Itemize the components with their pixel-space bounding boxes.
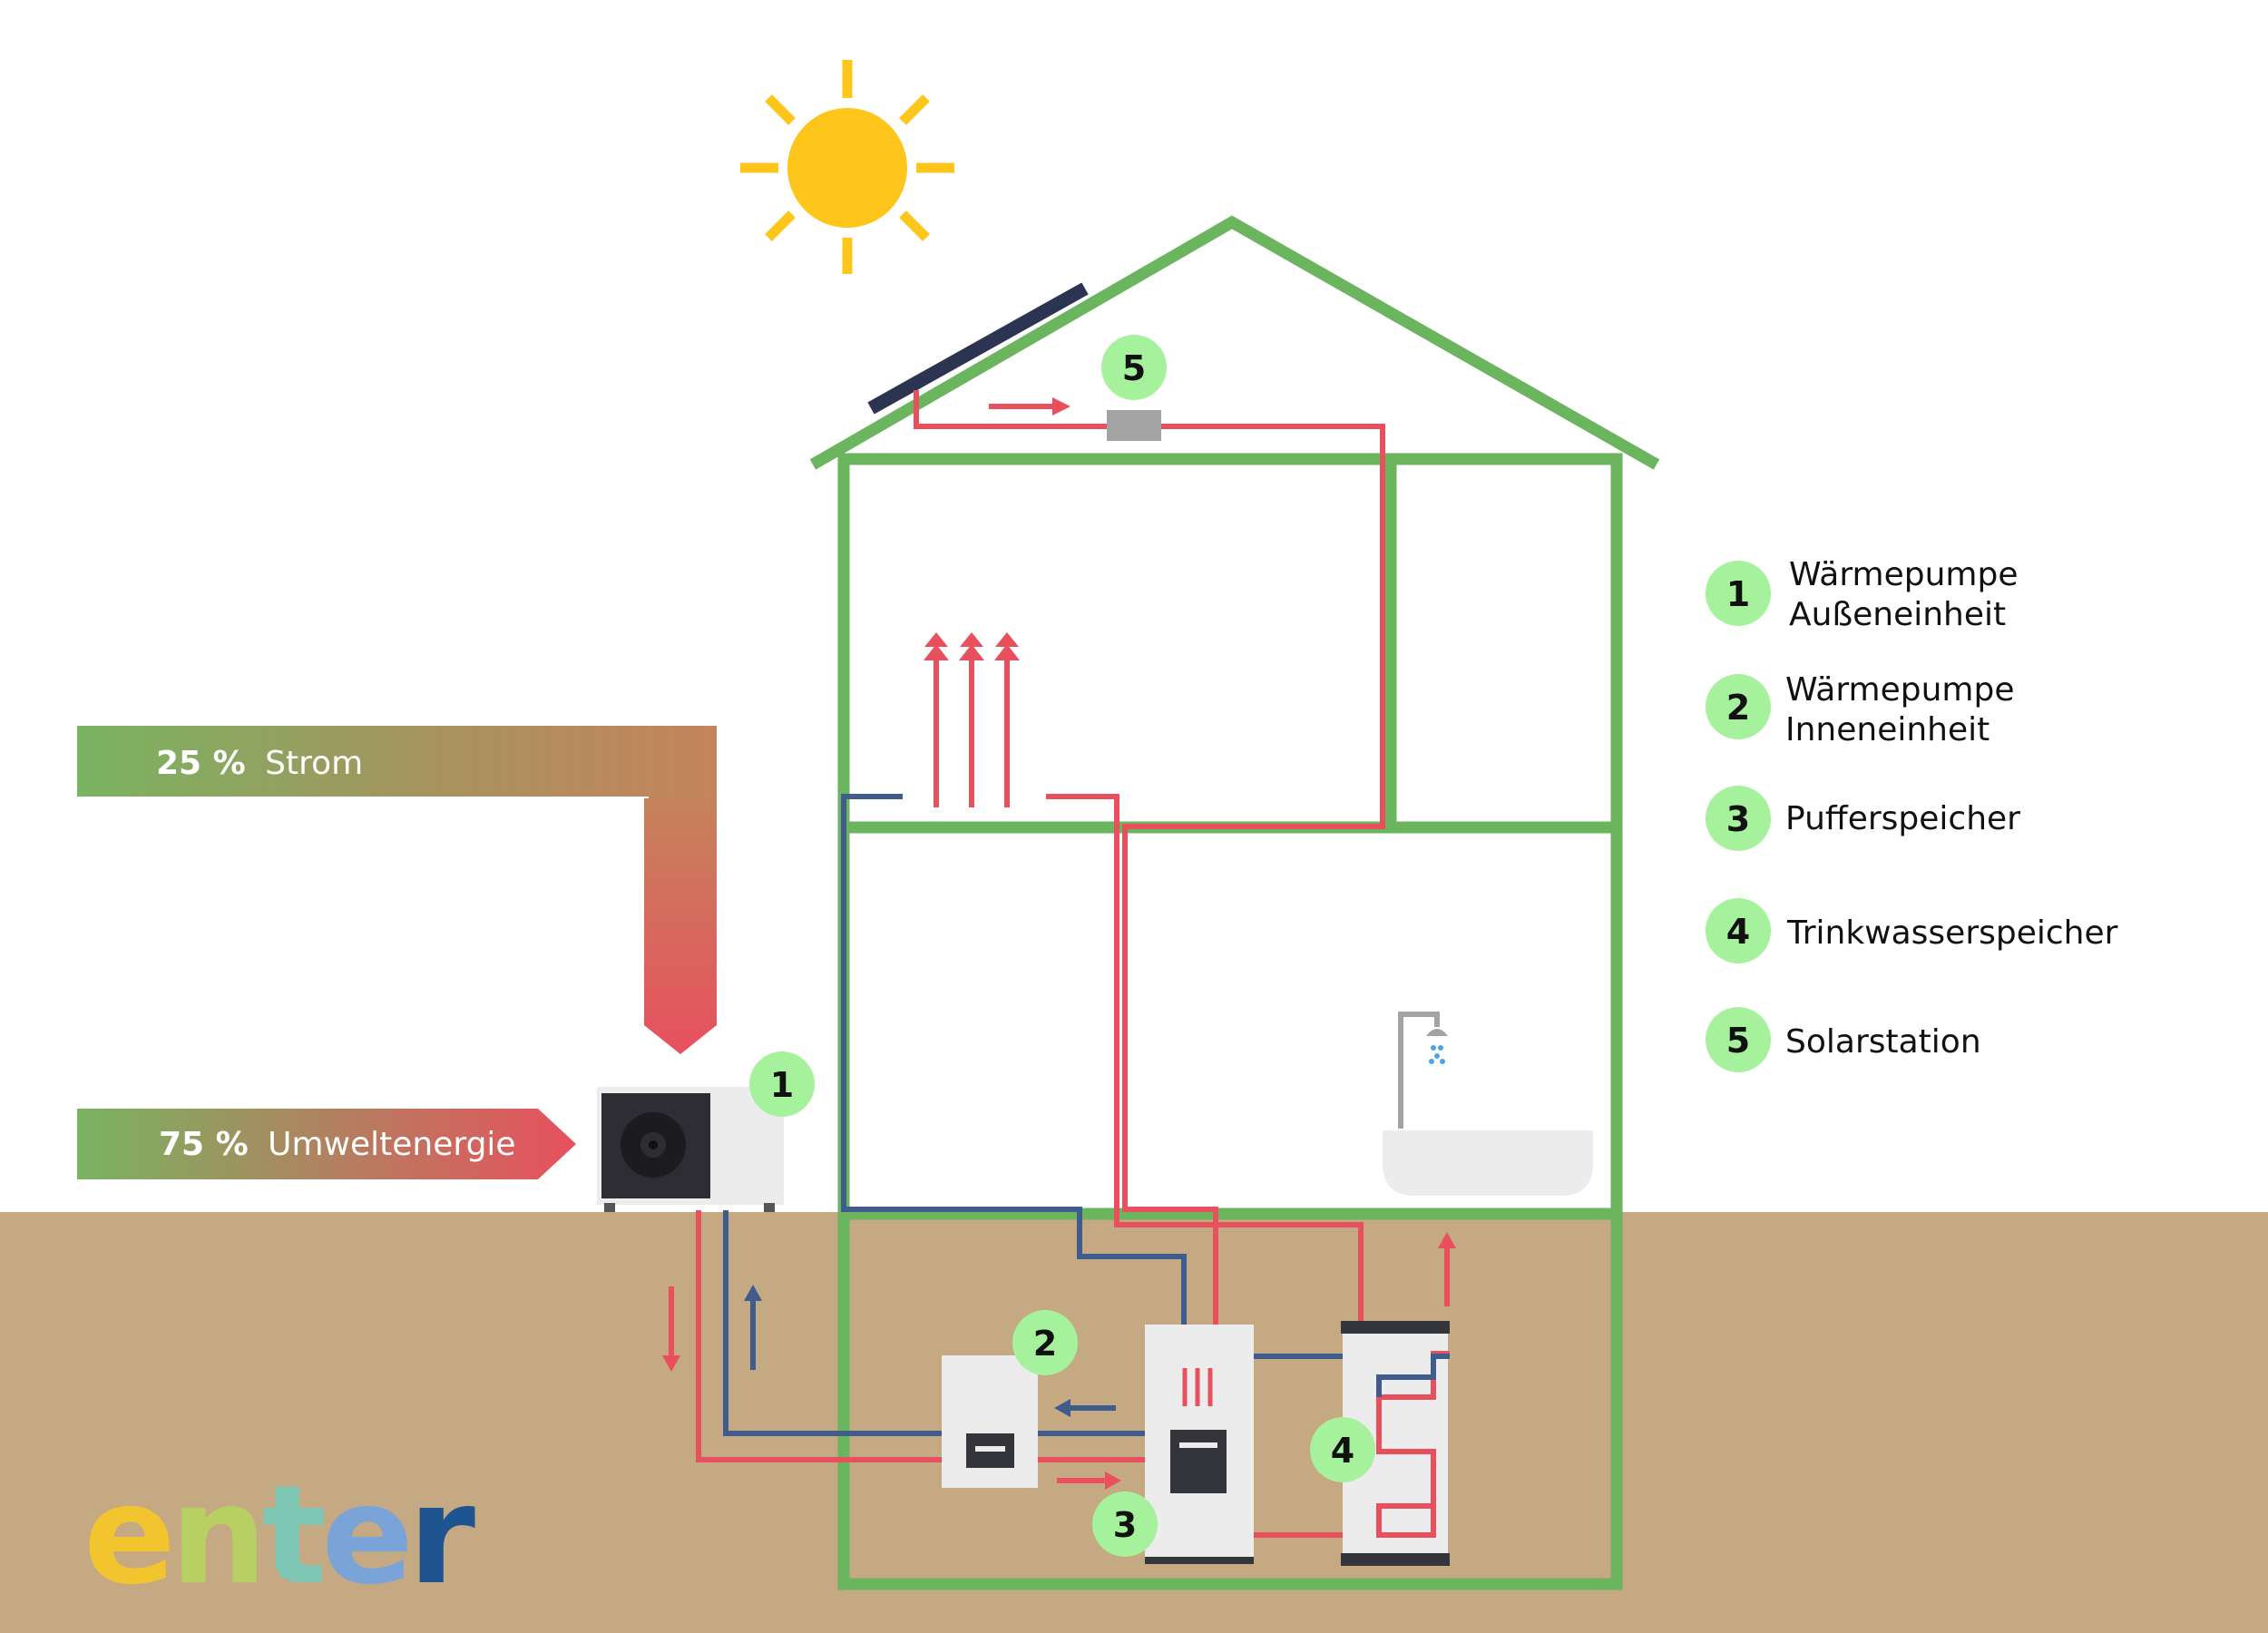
hot-arrows [662,397,1456,1490]
strom-text: Strom [265,745,363,782]
badge-5: 5 [1101,335,1167,400]
legend-item-1-line2: Außeneinheit [1789,596,2006,633]
svg-text:1: 1 [770,1065,794,1105]
legend-item-5-label: Solarstation [1785,1023,1981,1061]
legend-item-3-label: Pufferspeicher [1785,800,2020,837]
svg-text:4: 4 [1331,1431,1354,1471]
svg-text:4: 4 [1726,912,1750,952]
svg-text:5: 5 [1122,348,1146,388]
legend-item-2-line2: Inneneinheit [1785,711,1989,748]
badge-1: 1 [749,1051,815,1117]
legend-item-2: 2 Wärmepumpe Inneneinheit [1706,671,2014,748]
legend: 1 Wärmepumpe Außeneinheit 2 Wärmepumpe I… [1706,556,2118,1072]
outdoor-heat-pump-unit [597,1087,784,1212]
badge-4: 4 [1310,1417,1375,1482]
svg-text:5: 5 [1726,1021,1750,1061]
svg-text:1: 1 [1726,574,1750,614]
logo-letter-e1: e [83,1457,171,1615]
legend-item-3: 3 Pufferspeicher [1706,786,2020,851]
svg-text:3: 3 [1113,1505,1137,1545]
strom-arrow [77,726,717,1054]
logo-letter-n: n [171,1457,262,1615]
svg-text:2: 2 [1033,1324,1057,1364]
logo-letter-t: t [262,1457,325,1615]
shower-icon [1398,1012,1448,1129]
strom-label: 25 % Strom [156,745,363,782]
buffer-tank [1145,1325,1254,1564]
legend-item-2-line1: Wärmepumpe [1785,671,2014,709]
umwelt-percent: 75 % [159,1126,249,1163]
ground [0,1212,2268,1633]
solar-station [1107,410,1161,441]
solar-panel [867,282,1089,415]
badge-3: 3 [1092,1491,1158,1557]
strom-percent: 25 % [156,745,246,782]
enter-logo: enter [83,1457,475,1615]
legend-item-1-line1: Wärmepumpe [1789,556,2018,593]
umwelt-label: 75 % Umweltenergie [159,1126,516,1163]
indoor-heat-pump-unit [942,1355,1038,1488]
legend-item-1: 1 Wärmepumpe Außeneinheit [1706,556,2018,633]
legend-item-4: 4 Trinkwasserspeicher [1706,898,2118,963]
svg-text:2: 2 [1726,688,1750,728]
umwelt-arrow [77,1109,576,1179]
legend-item-4-label: Trinkwasserspeicher [1786,914,2118,952]
badge-2: 2 [1012,1310,1078,1375]
logo-letter-r: r [408,1457,475,1615]
bathtub [1383,1130,1593,1196]
sun-icon [740,60,954,274]
svg-text:3: 3 [1726,799,1750,839]
umwelt-text: Umweltenergie [268,1126,515,1163]
legend-item-5: 5 Solarstation [1706,1007,1981,1072]
logo-letter-e2: e [321,1457,408,1615]
